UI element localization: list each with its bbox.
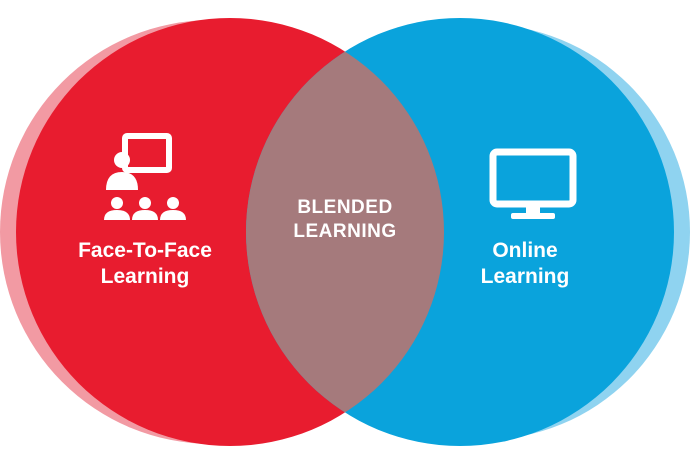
center-label-line2: LEARNING (293, 220, 397, 242)
center-label-line1: BLENDED (297, 197, 393, 218)
right-label-line1: Online (492, 239, 558, 262)
blended-learning-label: BLENDED LEARNING (255, 196, 435, 244)
left-label-line1: Face-To-Face (78, 239, 212, 262)
face-to-face-learning-label: Face-To-Face Learning (40, 238, 250, 291)
left-label-line2: Learning (100, 265, 190, 289)
right-label-line2: Learning (480, 265, 570, 289)
classroom-teacher-icon (104, 133, 186, 220)
monitor-icon (489, 148, 577, 219)
online-learning-label: Online Learning (445, 238, 605, 291)
overlap-lens (246, 18, 444, 446)
